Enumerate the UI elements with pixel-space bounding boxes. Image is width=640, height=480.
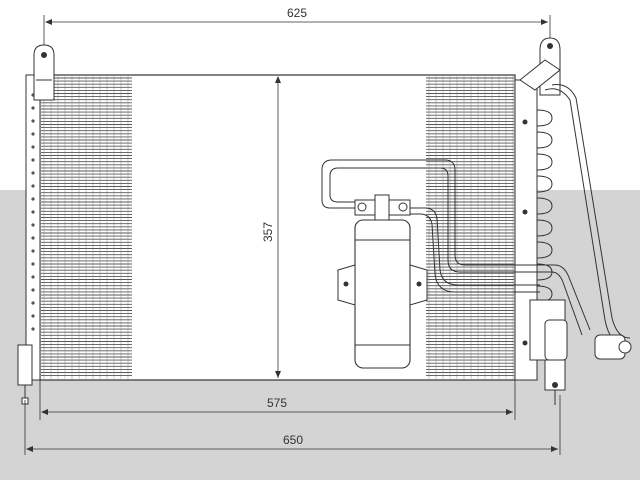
core-outline bbox=[39, 74, 516, 381]
left-header-tank bbox=[17, 74, 41, 405]
dimension-625: 625 bbox=[43, 6, 551, 45]
dimension-357: 357 bbox=[261, 76, 281, 378]
dimension-650: 650 bbox=[24, 395, 561, 455]
dimension-357-label: 357 bbox=[261, 222, 275, 242]
receiver-drier bbox=[337, 194, 428, 369]
dimension-650-label: 650 bbox=[283, 433, 303, 447]
fins-right bbox=[426, 76, 514, 379]
dimension-625-label: 625 bbox=[287, 6, 307, 20]
left-mounting-bracket bbox=[33, 44, 55, 101]
dimension-575-label: 575 bbox=[267, 396, 287, 410]
fins-left bbox=[41, 76, 132, 379]
dimension-575: 575 bbox=[39, 380, 516, 420]
right-mounting-bracket bbox=[519, 37, 561, 96]
outlet-fittings bbox=[529, 299, 632, 405]
